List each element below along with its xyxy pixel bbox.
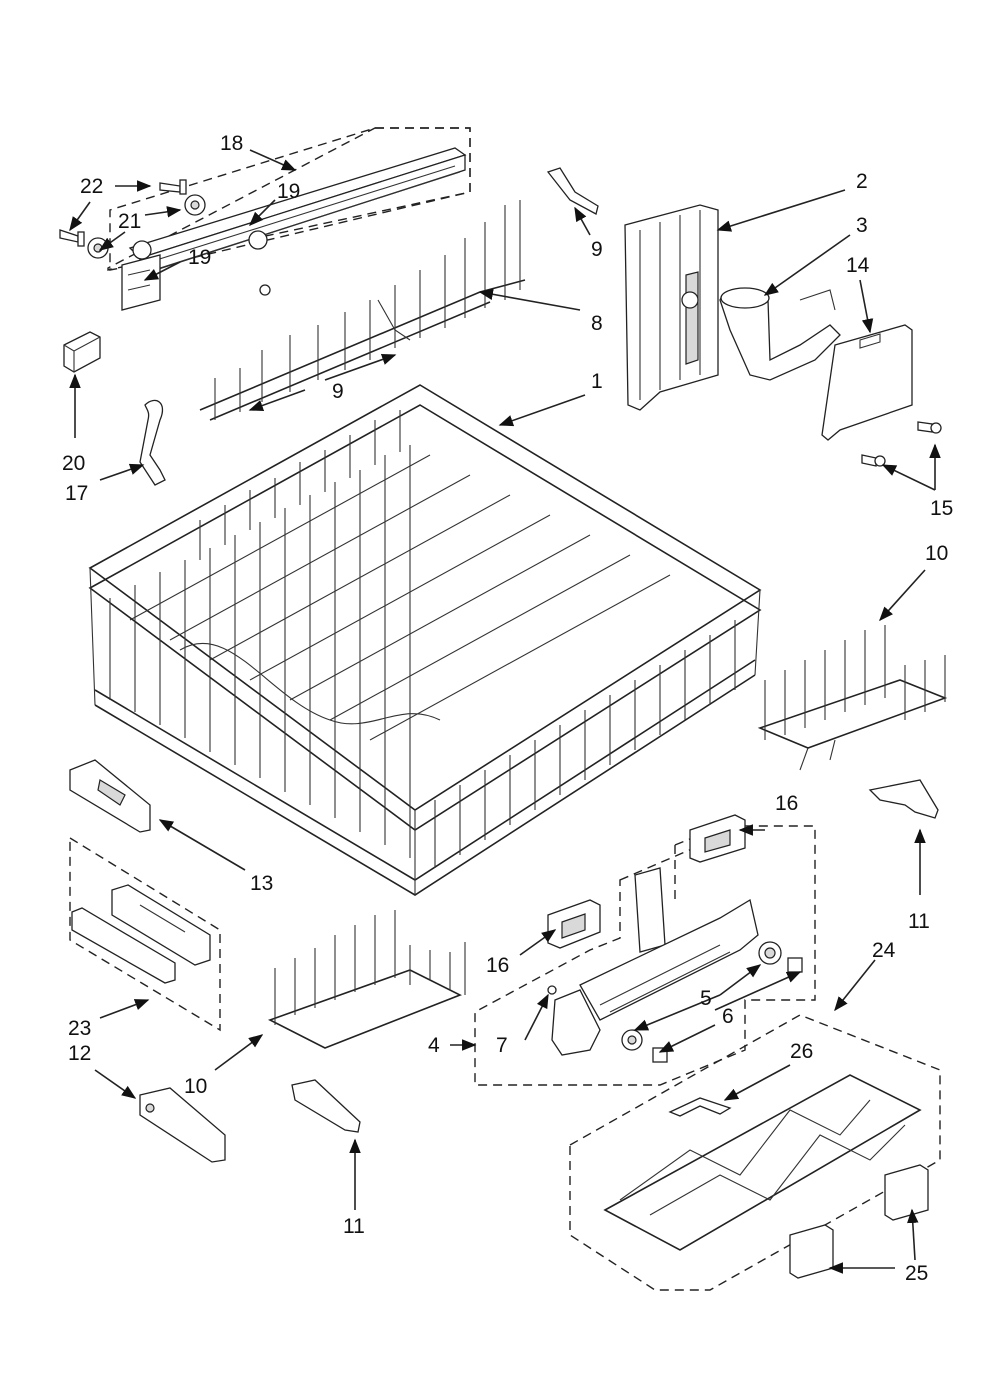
clip-part-9-upper	[546, 167, 599, 215]
wire-part-26	[668, 1097, 732, 1117]
callout-10-left: 10	[184, 1075, 207, 1098]
callout-18: 18	[220, 132, 243, 155]
tine-row-part-10-left	[267, 910, 466, 1049]
clip-part-12	[139, 1087, 226, 1163]
callout-11-left: 11	[343, 1215, 365, 1238]
clip-part-16-right	[689, 814, 746, 863]
group-box-24	[569, 1014, 941, 1291]
callout-11-right: 11	[908, 910, 930, 933]
callout-16-left: 16	[486, 954, 509, 977]
callout-19-upper: 19	[277, 180, 300, 203]
side-bracket-part-2	[624, 204, 719, 411]
callout-23: 23	[68, 1017, 91, 1040]
callout-12: 12	[68, 1042, 91, 1065]
bracket-part-25-right	[884, 1164, 929, 1221]
nut-part-6	[621, 957, 803, 1063]
callout-9-lower: 9	[332, 380, 344, 403]
callout-labels: 18 22 19 21 19 20 17 9 8 9 1 2 3 14 15 1…	[62, 132, 953, 1285]
bearing-part-21-upper	[184, 194, 206, 216]
cover-plate-part-14	[821, 324, 913, 441]
callout-13: 13	[250, 872, 273, 895]
callout-6: 6	[722, 1005, 734, 1028]
callout-9-upper: 9	[591, 238, 603, 261]
clip-part-17	[139, 399, 166, 486]
callout-8: 8	[591, 312, 603, 335]
screw-part-22-lower	[59, 229, 85, 247]
callout-1: 1	[591, 370, 603, 393]
rail-assembly-part-18	[121, 147, 467, 311]
clip-part-11-right	[868, 779, 939, 819]
callout-17: 17	[65, 482, 88, 505]
wash-arm-diverter-part-3	[719, 287, 841, 381]
upper-rack-part-1	[88, 384, 762, 896]
tine-row-part-10-right	[757, 625, 948, 771]
callout-3: 3	[856, 214, 868, 237]
callout-16-right: 16	[775, 792, 798, 815]
screw-part-15-lower	[861, 454, 886, 467]
clip-part-16-left	[547, 899, 601, 949]
clip-part-11-left	[291, 1079, 361, 1133]
callout-14: 14	[846, 254, 870, 277]
bracket-part-25-left	[789, 1224, 834, 1279]
group-box-23	[69, 836, 221, 1032]
pin-part-7	[547, 985, 557, 995]
callout-22: 22	[80, 175, 103, 198]
callout-26: 26	[790, 1040, 813, 1063]
handle-part-23	[71, 884, 211, 984]
bearing-part-5	[758, 941, 782, 965]
callout-10-right: 10	[925, 542, 948, 565]
callout-7: 7	[496, 1034, 508, 1057]
end-cap-part-20	[63, 331, 101, 373]
callout-24: 24	[872, 939, 896, 962]
screw-part-22-upper	[159, 179, 187, 195]
leader-lines	[69, 149, 941, 1274]
bearing-part-21-lower	[87, 237, 109, 259]
callout-19-lower: 19	[188, 246, 211, 269]
heating-element-part-24	[603, 1074, 922, 1251]
callout-25: 25	[905, 1262, 928, 1285]
handle-part-13	[69, 759, 151, 833]
callout-15: 15	[930, 497, 953, 520]
callout-21: 21	[118, 210, 141, 233]
group-box-18-frame	[109, 127, 471, 271]
screw-part-15-upper	[917, 421, 942, 434]
wash-arm-mount-part-4	[551, 867, 759, 1056]
callout-5: 5	[700, 987, 712, 1010]
callout-2: 2	[856, 170, 868, 193]
callout-20: 20	[62, 452, 85, 475]
group-box-4	[474, 825, 816, 1086]
callout-4: 4	[428, 1034, 440, 1057]
